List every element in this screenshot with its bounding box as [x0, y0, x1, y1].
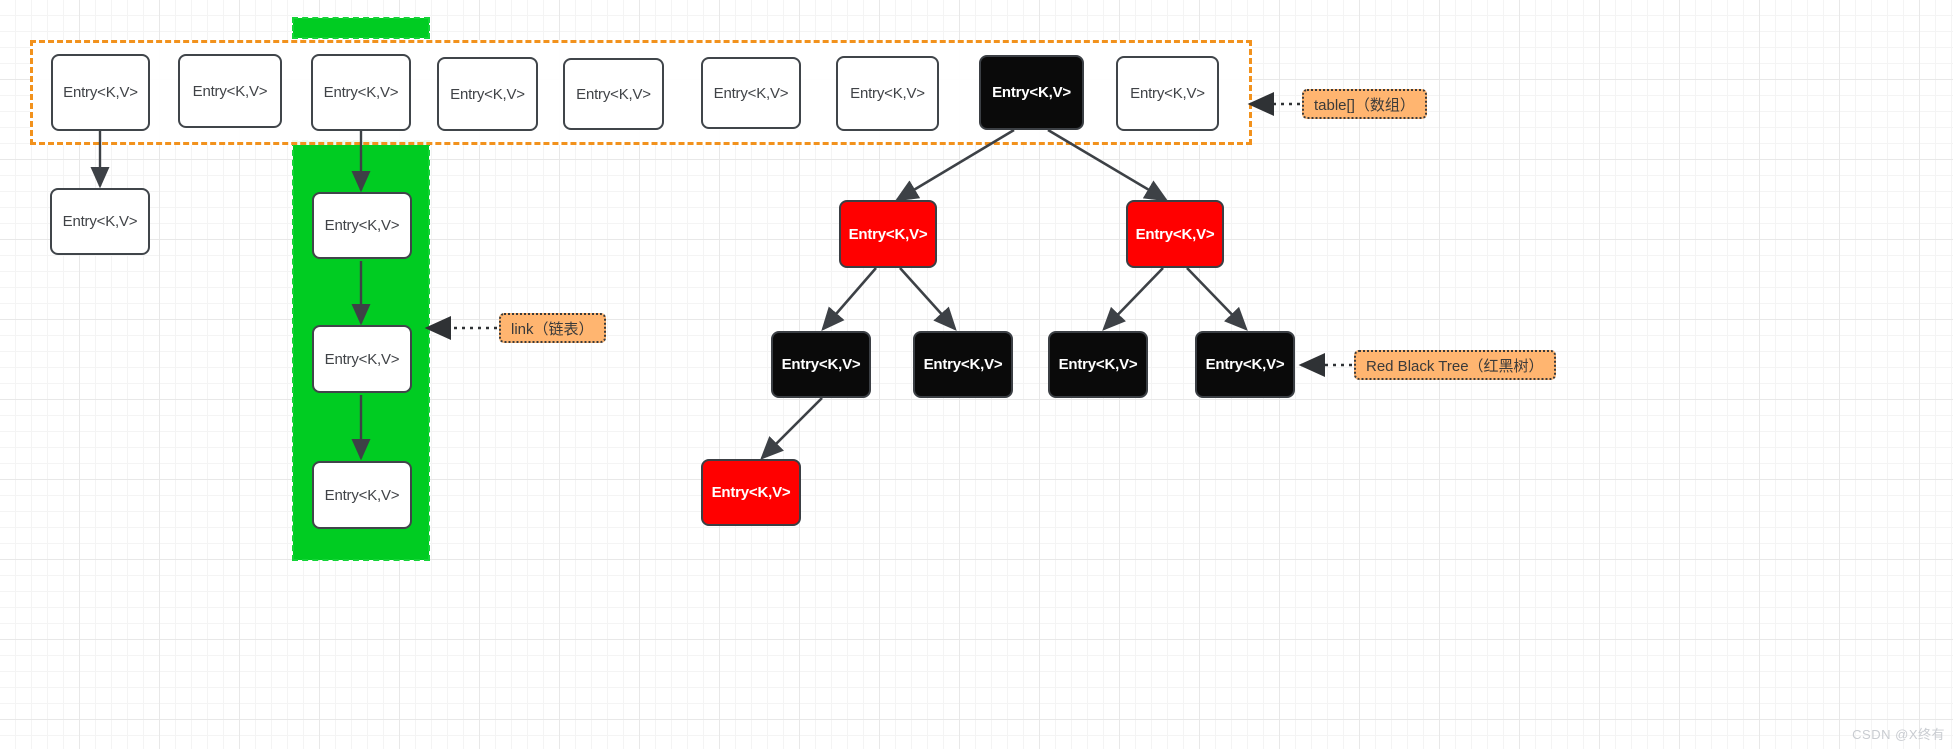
link-chain-node-0[interactable]: Entry<K,V> — [312, 192, 412, 259]
node-label: Entry<K,V> — [324, 217, 400, 234]
table-cell-5[interactable]: Entry<K,V> — [701, 57, 801, 129]
node-label: Entry<K,V> — [323, 84, 399, 101]
node-label: Entry<K,V> — [1058, 356, 1138, 373]
node-label: Entry<K,V> — [63, 84, 138, 101]
node-label: Entry<K,V> — [1130, 85, 1205, 102]
node-label: Entry<K,V> — [992, 84, 1071, 101]
edge-redright-to-black3 — [1102, 267, 1164, 331]
node-label: Entry<K,V> — [923, 356, 1003, 373]
table-cell-7-tree-root[interactable]: Entry<K,V> — [979, 55, 1084, 130]
tree-node-red-right[interactable]: Entry<K,V> — [1126, 200, 1224, 268]
annotation-tree-label: Red Black Tree（红黑树） — [1366, 357, 1544, 375]
edge-black1-to-redbottom — [760, 397, 823, 460]
node-label: Entry<K,V> — [62, 213, 138, 230]
annotation-table[interactable]: table[]（数组） — [1302, 89, 1427, 119]
table-cell-3[interactable]: Entry<K,V> — [437, 57, 538, 131]
node-label: Entry<K,V> — [450, 85, 525, 103]
link-chain-highlight-band-top — [292, 17, 430, 39]
tree-node-black-3[interactable]: Entry<K,V> — [1048, 331, 1148, 398]
annotation-link-label: link（链表） — [511, 320, 594, 338]
tree-node-black-1[interactable]: Entry<K,V> — [771, 331, 871, 398]
node-label: Entry<K,V> — [713, 84, 789, 102]
tree-node-red-bottom[interactable]: Entry<K,V> — [701, 459, 801, 526]
table-cell-8[interactable]: Entry<K,V> — [1116, 56, 1219, 131]
table-cell-0[interactable]: Entry<K,V> — [51, 54, 150, 131]
annotation-link[interactable]: link（链表） — [499, 313, 606, 343]
node-label: Entry<K,V> — [1135, 225, 1215, 243]
node-label: Entry<K,V> — [192, 82, 268, 100]
tree-node-black-4[interactable]: Entry<K,V> — [1195, 331, 1295, 398]
annotation-tree[interactable]: Red Black Tree（红黑树） — [1354, 350, 1556, 380]
node-label: Entry<K,V> — [576, 85, 651, 103]
table-cell-6[interactable]: Entry<K,V> — [836, 56, 939, 131]
node-label: Entry<K,V> — [1205, 356, 1285, 373]
node-label: Entry<K,V> — [848, 225, 928, 243]
edge-redleft-to-black1 — [821, 267, 877, 331]
table-cell-2[interactable]: Entry<K,V> — [311, 54, 411, 131]
link-chain-node-2[interactable]: Entry<K,V> — [312, 461, 412, 529]
tree-node-red-left[interactable]: Entry<K,V> — [839, 200, 937, 268]
left-chain-node-0[interactable]: Entry<K,V> — [50, 188, 150, 255]
table-cell-4[interactable]: Entry<K,V> — [563, 58, 664, 130]
table-cell-1[interactable]: Entry<K,V> — [178, 54, 282, 128]
node-label: Entry<K,V> — [850, 85, 925, 102]
edge-redright-to-black4 — [1186, 267, 1248, 331]
node-label: Entry<K,V> — [711, 484, 791, 501]
node-label: Entry<K,V> — [324, 486, 400, 504]
node-label: Entry<K,V> — [781, 356, 861, 373]
link-chain-node-1[interactable]: Entry<K,V> — [312, 325, 412, 393]
annotation-table-label: table[]（数组） — [1314, 96, 1415, 114]
node-label: Entry<K,V> — [324, 350, 400, 368]
edge-redleft-to-black2 — [899, 267, 957, 331]
tree-node-black-2[interactable]: Entry<K,V> — [913, 331, 1013, 398]
watermark: CSDN @X终有 — [1852, 727, 1945, 742]
